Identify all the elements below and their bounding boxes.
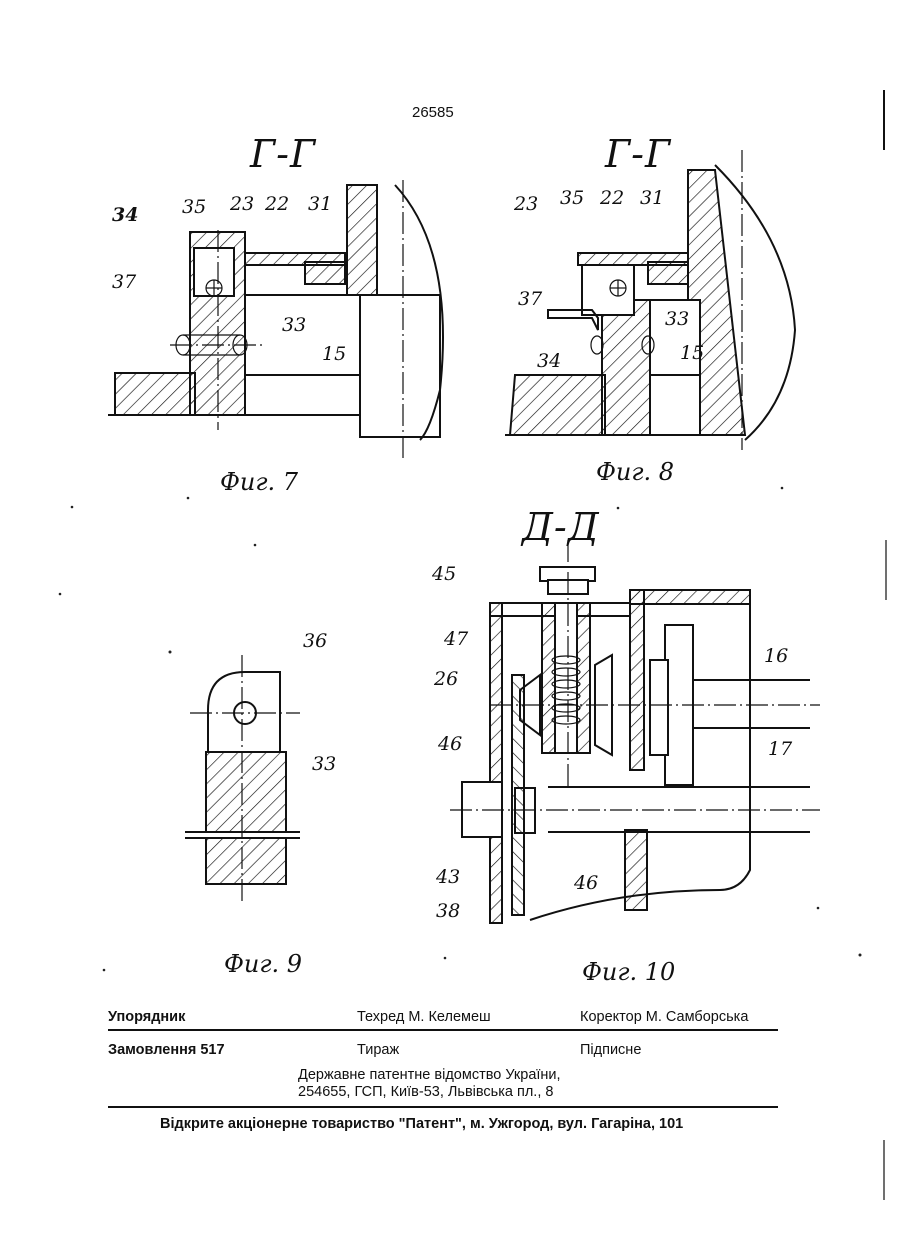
fig7-label: 15 [322, 343, 346, 365]
fig8-label: 33 [665, 308, 689, 330]
compiler-label: Упорядник [108, 1009, 185, 1025]
subscription-label: Підписне [580, 1042, 641, 1058]
fig8-caption: Фиг. 8 [596, 458, 674, 486]
fig9-label: 36 [303, 630, 327, 652]
fig8-section-title: Г-Г [605, 132, 671, 176]
publisher-line-2: 254655, ГСП, Київ-53, Львівська пл., 8 [298, 1084, 553, 1100]
fig10-label: 46 [574, 872, 598, 894]
fig10-label: 16 [764, 645, 788, 667]
fig10-label: 26 [434, 668, 458, 690]
fig8-label: 34 [537, 350, 561, 372]
fig8-label: 37 [518, 288, 542, 310]
fig10-label: 46 [438, 733, 462, 755]
fig7-section-title: Г-Г [250, 132, 316, 176]
footer-divider [108, 1106, 778, 1108]
colophon-divider [108, 1029, 778, 1031]
fig7-label: 35 [182, 196, 206, 218]
circulation-label: Тираж [357, 1042, 399, 1058]
figure-7-drawing [108, 180, 443, 460]
printer-footer: Відкрите акціонерне товариство "Патент",… [160, 1116, 683, 1132]
fig10-section-title: Д-Д [522, 505, 600, 549]
fig7-label: 33 [282, 314, 306, 336]
fig7-label: 22 [265, 193, 289, 215]
fig10-label: 45 [432, 563, 456, 585]
fig8-label: 22 [600, 187, 624, 209]
fig7-label: 34 [112, 204, 138, 226]
fig7-caption: Фиг. 7 [220, 468, 298, 496]
fig10-label: 47 [444, 628, 468, 650]
publisher-line-1: Державне патентне відомство України, [298, 1067, 561, 1083]
fig8-label: 15 [680, 342, 704, 364]
corrector-credit: Коректор М. Самборська [580, 1009, 748, 1025]
fig7-label: 23 [230, 193, 254, 215]
fig8-label: 35 [560, 187, 584, 209]
fig10-label: 38 [436, 900, 460, 922]
page-number: 26585 [412, 104, 454, 121]
fig7-label: 37 [112, 271, 136, 293]
fig8-label: 31 [640, 187, 664, 209]
fig10-caption: Фиг. 10 [582, 958, 675, 986]
fig7-label: 31 [308, 193, 332, 215]
fig9-label: 33 [312, 753, 336, 775]
fig9-caption: Фиг. 9 [224, 950, 302, 978]
fig8-label: 23 [514, 193, 538, 215]
fig10-label: 17 [768, 738, 792, 760]
techred-credit: Техред М. Келемеш [357, 1009, 491, 1025]
figure-9-drawing [185, 655, 300, 905]
fig10-label: 43 [436, 866, 460, 888]
order-number: Замовлення 517 [108, 1042, 225, 1058]
figure-10-drawing [450, 540, 820, 923]
